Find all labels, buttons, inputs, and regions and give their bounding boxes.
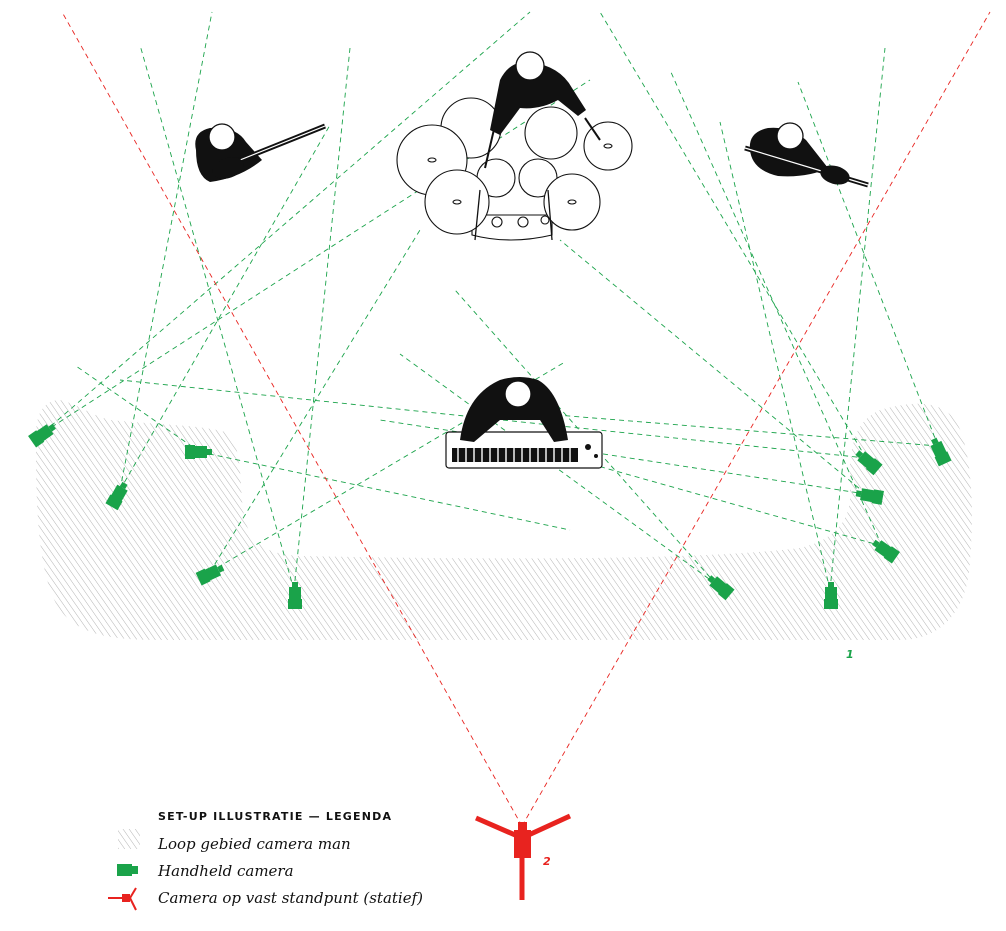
tripod-camera-icon <box>108 887 137 911</box>
legend-label-walking-area: Loop gebied camera man <box>158 835 351 853</box>
drummer-figure <box>490 51 586 135</box>
tripod-camera-icon <box>475 813 572 900</box>
hatched-area-icon <box>118 829 140 849</box>
keyboardist-figure <box>460 377 568 442</box>
drum-kit <box>396 97 633 241</box>
legend-label-tripod: Camera op vast standpunt (statief) <box>158 889 423 907</box>
handheld-camera-icon <box>117 864 138 876</box>
tripod-view-lines <box>61 11 991 827</box>
guitarist-left-figure <box>195 123 326 182</box>
guitarist-right-figure <box>744 122 869 188</box>
keyboard-instrument <box>445 431 603 469</box>
handheld-group-number: 1 <box>846 648 854 661</box>
legend-label-handheld: Handheld camera <box>158 862 294 880</box>
legend-title: SET-UP ILLUSTRATIE — LEGENDA <box>158 810 393 823</box>
camera-man-walking-area <box>35 400 972 640</box>
tripod-number: 2 <box>543 855 551 868</box>
